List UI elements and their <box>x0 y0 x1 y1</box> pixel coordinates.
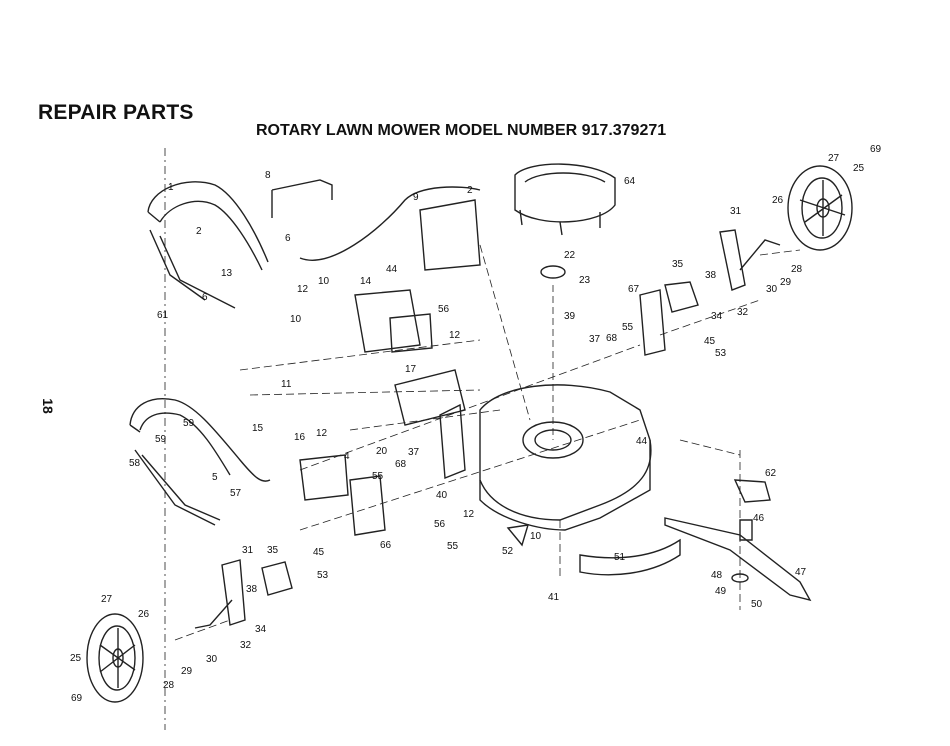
callout-label: 45 <box>313 547 325 558</box>
callout-label: 61 <box>157 310 169 321</box>
callout-label: 30 <box>766 284 778 295</box>
callout-label: 12 <box>463 509 475 520</box>
callout-label: 29 <box>181 666 193 677</box>
callout-label: 45 <box>704 336 716 347</box>
callout-label: 38 <box>705 270 717 281</box>
callout-label: 1 <box>168 182 174 193</box>
callout-label: 68 <box>606 333 618 344</box>
callout-label: 10 <box>530 531 542 542</box>
callout-label: 34 <box>255 624 267 635</box>
callout-label: 26 <box>138 609 150 620</box>
callout-label: 10 <box>290 314 302 325</box>
callout-label: 31 <box>242 545 254 556</box>
callout-label: 51 <box>614 552 626 563</box>
callout-label: 6 <box>285 233 291 244</box>
callout-label: 13 <box>221 268 233 279</box>
callout-label: 28 <box>163 680 175 691</box>
callout-label: 25 <box>853 163 865 174</box>
callout-label: 17 <box>405 364 417 375</box>
callout-label: 41 <box>548 592 560 603</box>
callout-label: 56 <box>434 519 446 530</box>
callout-label: 10 <box>318 276 330 287</box>
callout-label: 4 <box>344 451 350 462</box>
callout-label: 44 <box>386 264 398 275</box>
callout-label: 5 <box>212 472 218 483</box>
callout-label: 27 <box>828 153 840 164</box>
callout-label: 2 <box>196 226 202 237</box>
callout-label: 8 <box>265 170 271 181</box>
callout-label: 29 <box>780 277 792 288</box>
callout-label: 35 <box>672 259 684 270</box>
callout-label: 6 <box>202 292 208 303</box>
callout-label: 53 <box>715 348 727 359</box>
callout-label: 69 <box>870 144 882 155</box>
callout-label: 44 <box>636 436 648 447</box>
callout-label: 25 <box>70 653 82 664</box>
callout-label: 38 <box>246 584 258 595</box>
callout-label: 46 <box>753 513 765 524</box>
callout-label: 55 <box>372 471 384 482</box>
callout-label: 37 <box>408 447 420 458</box>
callout-label: 68 <box>395 459 407 470</box>
callout-label: 56 <box>438 304 450 315</box>
callout-label: 64 <box>624 176 636 187</box>
callout-label: 50 <box>751 599 763 610</box>
callout-label: 34 <box>711 311 723 322</box>
callout-label: 52 <box>502 546 514 557</box>
callout-label: 28 <box>791 264 803 275</box>
callout-label: 23 <box>579 275 591 286</box>
callout-label: 15 <box>252 423 264 434</box>
callout-label: 26 <box>772 195 784 206</box>
callout-label: 12 <box>449 330 461 341</box>
callout-label: 22 <box>564 250 576 261</box>
callout-label: 12 <box>316 428 328 439</box>
callout-label: 12 <box>297 284 309 295</box>
callout-labels: 1 8 9 2 64 27 25 69 2 6 13 61 6 12 10 14… <box>70 144 882 704</box>
callout-label: 55 <box>447 541 459 552</box>
callout-label: 57 <box>230 488 242 499</box>
callout-label: 62 <box>765 468 777 479</box>
callout-label: 47 <box>795 567 807 578</box>
callout-label: 58 <box>129 458 141 469</box>
callout-label: 20 <box>376 446 388 457</box>
callout-label: 69 <box>71 693 83 704</box>
callout-label: 55 <box>622 322 634 333</box>
callout-label: 16 <box>294 432 306 443</box>
callout-label: 32 <box>240 640 252 651</box>
callout-label: 59 <box>183 418 195 429</box>
callout-label: 32 <box>737 307 749 318</box>
callout-label: 30 <box>206 654 218 665</box>
callout-label: 9 <box>413 192 419 203</box>
callout-label: 53 <box>317 570 329 581</box>
callout-label: 40 <box>436 490 448 501</box>
callout-label: 11 <box>281 379 292 390</box>
callout-label: 39 <box>564 311 576 322</box>
callout-label: 66 <box>380 540 392 551</box>
callout-label: 67 <box>628 284 640 295</box>
callout-label: 2 <box>467 185 473 196</box>
callout-label: 27 <box>101 594 113 605</box>
callout-label: 35 <box>267 545 279 556</box>
callout-label: 48 <box>711 570 723 581</box>
callout-label: 37 <box>589 334 601 345</box>
callout-label: 31 <box>730 206 742 217</box>
callout-label: 14 <box>360 276 372 287</box>
callout-label: 49 <box>715 586 727 597</box>
diagram-linework <box>87 148 852 730</box>
callout-label: 59 <box>155 434 167 445</box>
